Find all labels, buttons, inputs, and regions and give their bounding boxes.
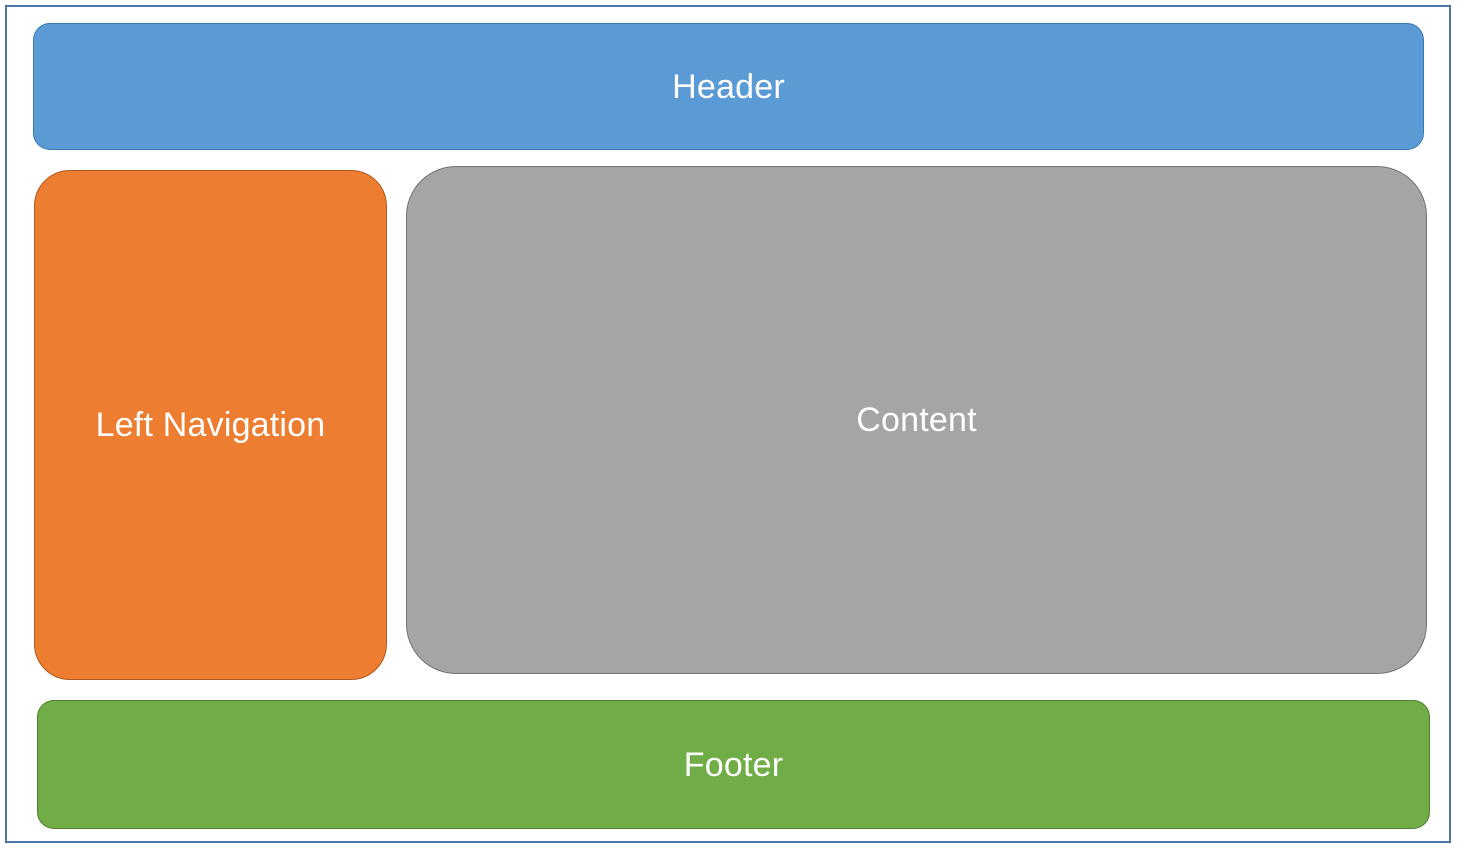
content-region[interactable]: Content [406, 166, 1427, 674]
left-navigation-region[interactable]: Left Navigation [34, 170, 387, 680]
header-label: Header [672, 67, 785, 106]
footer-label: Footer [683, 745, 784, 784]
footer-region[interactable]: Footer [37, 700, 1430, 829]
left-navigation-label: Left Navigation [95, 406, 326, 444]
layout-diagram-frame: Header Left Navigation Content Footer [5, 5, 1451, 843]
header-region[interactable]: Header [33, 23, 1424, 150]
content-label: Content [856, 401, 977, 439]
